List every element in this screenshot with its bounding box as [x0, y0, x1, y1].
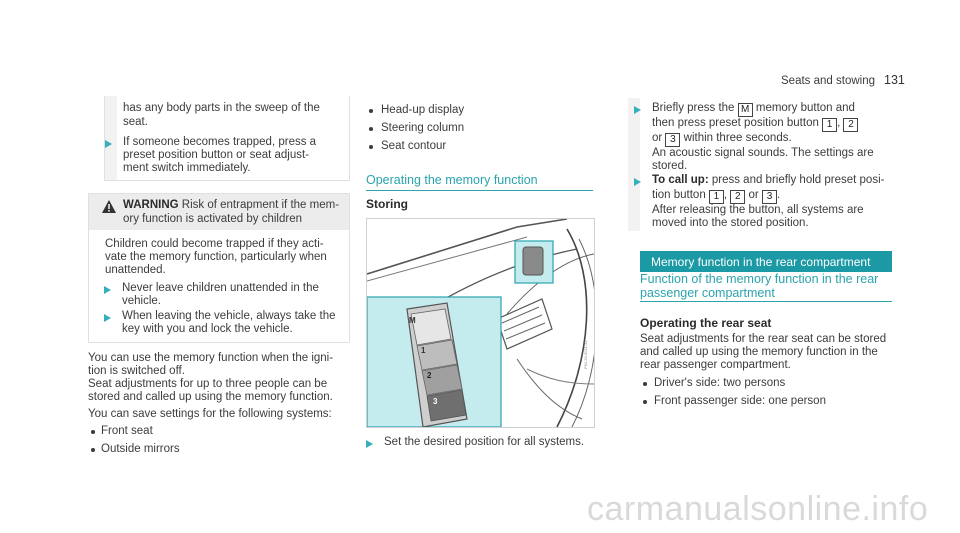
step2-line4: moved into the stored position. [652, 217, 809, 229]
dashboard-illustration [367, 219, 594, 427]
step-arrow-icon [105, 140, 112, 148]
preset-key-2: 2 [730, 190, 746, 204]
figure-code: P91.20-9011-31 [583, 340, 588, 369]
preset-key-3: 3 [665, 133, 681, 147]
bullet-dot [369, 127, 373, 131]
warning-bullet-line: key with you and lock the vehicle. [122, 323, 293, 335]
warning-triangle-icon [102, 200, 116, 213]
warning-label: WARNING [123, 199, 179, 211]
warning-para-line: vate the memory function, particularly w… [105, 251, 327, 263]
warning-continuation-box: has any body parts in the sweep of the s… [104, 96, 350, 181]
step2-line3: After releasing the button, all systems … [652, 204, 864, 216]
step2-line1: To call up: press and briefly hold prese… [652, 174, 884, 187]
heading-rule [366, 190, 593, 191]
bullet-dot [369, 145, 373, 149]
subheading: Storing [366, 197, 408, 211]
step1-line4: An acoustic signal sounds. The settings … [652, 147, 874, 159]
box-sidebar [105, 96, 117, 180]
body-line: and called up using the memory function … [640, 346, 878, 358]
period: . [776, 189, 781, 201]
body-line: You can save settings for the following … [88, 408, 332, 420]
step1-line2: then press preset position button 1, 2 [652, 117, 859, 132]
box-bullet-line: If someone becomes trapped, press a [123, 136, 317, 148]
step1-line1: Briefly press the M memory button and [652, 102, 855, 117]
heading-rule [640, 301, 892, 302]
body-line: Seat adjustments for the rear seat can b… [640, 333, 887, 345]
memory-button-key: M [737, 103, 753, 117]
warning-bullet-line: Never leave children unattended in the [122, 282, 319, 294]
list-item: Head-up display [381, 104, 465, 116]
step1-line5: stored. [652, 160, 688, 172]
preset-key-2: 2 [843, 118, 859, 132]
figure-label-2: 2 [427, 371, 432, 380]
step1-prefix: Briefly press the [652, 102, 735, 114]
watermark: carmanualsonline.info [587, 490, 929, 528]
box-text-line: seat. [123, 116, 148, 128]
step-arrow-icon [104, 286, 111, 294]
list-item: Steering column [381, 122, 465, 134]
step1-mid: memory button and [755, 102, 855, 114]
step1-line3: or 3 within three seconds. [652, 132, 792, 147]
section-heading-line: Function of the memory function in the r… [640, 272, 879, 286]
section-title: Seats and stowing [781, 75, 875, 87]
list-item: Front passenger side: one person [654, 395, 826, 407]
page-number: 131 [884, 73, 905, 87]
banner-title: Memory function in the rear compartment [651, 255, 871, 269]
steps-sidebar [628, 98, 640, 231]
bullet-dot [369, 109, 373, 113]
preset-key-3: 3 [761, 190, 777, 204]
step1-line2-text: then press preset position button [652, 117, 819, 129]
body-line: Seat adjustments for up to three people … [88, 378, 328, 390]
warning-title: WARNING Risk of entrapment if the mem- [123, 199, 339, 212]
warning-box: WARNING Risk of entrapment if the mem- o… [88, 193, 350, 343]
figure-label-m: M [409, 316, 416, 325]
warning-para-line: unattended. [105, 264, 166, 276]
body-line: You can use the memory function when the… [88, 352, 334, 364]
bullet-dot [643, 400, 647, 404]
box-text-line: has any body parts in the sweep of the [123, 102, 320, 114]
preset-key-1: 1 [708, 190, 724, 204]
step-arrow-icon [634, 178, 641, 186]
step-arrow-icon [366, 440, 373, 448]
warning-para-line: Children could become trapped if they ac… [105, 238, 324, 250]
running-header: Seats and stowing [781, 75, 875, 88]
box-bullet-line: preset position button or seat adjust- [123, 149, 310, 161]
step-text: Set the desired position for all systems… [384, 436, 585, 448]
warning-title-line2: ory function is activated by children [123, 213, 302, 225]
section-heading: Operating the memory function [366, 173, 538, 187]
step2-line2: tion button 1, 2 or 3. [652, 189, 780, 204]
body-line: rear passenger compartment. [640, 359, 791, 371]
bullet-dot [643, 382, 647, 386]
or-text: or [652, 132, 663, 144]
body-line: stored and called up using the memory fu… [88, 391, 333, 403]
memory-button-figure: M 1 2 3 P91.20-9011-31 [366, 218, 595, 428]
comma: , [837, 117, 841, 129]
box-bullet-line: ment switch immediately. [123, 162, 251, 174]
body-line: tion is switched off. [88, 365, 185, 377]
preset-key-1: 1 [822, 118, 838, 132]
comma: , [723, 189, 728, 201]
warning-bullet-line: vehicle. [122, 295, 161, 307]
list-item: Front seat [101, 425, 153, 437]
step-arrow-icon [104, 314, 111, 322]
warning-title-text: Risk of entrapment if the mem- [181, 199, 340, 211]
warning-bullet-line: When leaving the vehicle, always take th… [122, 310, 336, 322]
warning-header [89, 194, 349, 230]
list-item: Driver's side: two persons [654, 377, 786, 389]
list-item: Outside mirrors [101, 443, 180, 455]
subheading: Operating the rear seat [640, 316, 772, 330]
figure-label-1: 1 [421, 346, 426, 355]
step2-bold: To call up: [652, 174, 709, 186]
section-heading-line: passenger compartment [640, 286, 775, 300]
list-item: Seat contour [381, 140, 447, 152]
or-text: or [748, 189, 759, 201]
bullet-dot [91, 430, 95, 434]
section-banner: Memory function in the rear compartment [640, 251, 892, 272]
step2-line2-text: tion button [652, 189, 706, 201]
step-arrow-icon [634, 106, 641, 114]
step1-line3-text: within three seconds. [683, 132, 792, 144]
step2-rest: press and briefly hold preset posi- [711, 174, 885, 186]
figure-label-3: 3 [433, 397, 438, 406]
bullet-dot [91, 448, 95, 452]
